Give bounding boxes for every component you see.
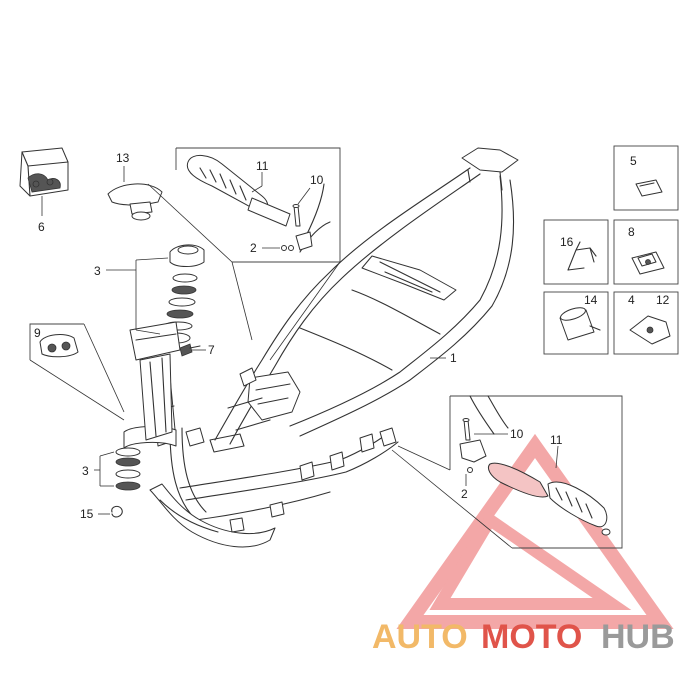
- callout-2-upper: 2: [250, 241, 257, 255]
- callout-2-lower: 2: [461, 487, 468, 501]
- watermark-part-moto: MOTO: [481, 618, 582, 656]
- callout-15: 15: [80, 507, 94, 521]
- callout-3-upper: 3: [94, 264, 101, 278]
- footrest-left-detail: [175, 147, 341, 263]
- relay-block-part-6: [19, 147, 69, 197]
- footrest-right-detail: [449, 395, 623, 549]
- steering-column: [129, 321, 181, 441]
- steering-bearing-lower-part-3: [115, 447, 141, 491]
- callout-labels: 1 2 2 3 3 4 5 6 7 8 9 10 10 11 11 12 13 …: [34, 151, 670, 521]
- part-box-8: [613, 219, 679, 285]
- callout-9: 9: [34, 326, 41, 340]
- callout-16: 16: [560, 235, 574, 249]
- callout-10-lower: 10: [510, 427, 524, 441]
- watermark-triangle-logo: [396, 433, 674, 629]
- callout-13: 13: [116, 151, 130, 165]
- part-box-5: [613, 145, 679, 211]
- leader-lines: [29, 166, 559, 549]
- callout-3-lower: 3: [82, 464, 89, 478]
- part-box-4-12: [613, 291, 679, 355]
- callout-7: 7: [208, 343, 215, 357]
- part-box-14: [543, 291, 609, 355]
- watermark-part-hub: HUB: [601, 618, 675, 656]
- circlip-part-15: [111, 505, 123, 518]
- callout-4: 4: [628, 293, 635, 307]
- steering-plate-part-13: [107, 183, 163, 221]
- clamp-part-9: [39, 334, 79, 358]
- part-box-16: [543, 219, 609, 285]
- screw-part-7: [179, 343, 201, 357]
- callout-8: 8: [628, 225, 635, 239]
- callout-10-upper: 10: [310, 173, 324, 187]
- watermark-wordmark: AUTO MOTO HUB: [372, 618, 675, 656]
- callout-11-upper: 11: [256, 159, 269, 173]
- callout-11-lower: 11: [550, 433, 563, 447]
- callout-12: 12: [656, 293, 670, 307]
- watermark-part-auto: AUTO: [372, 618, 468, 656]
- callout-6: 6: [38, 220, 45, 234]
- callout-14: 14: [584, 293, 598, 307]
- callout-5: 5: [630, 154, 637, 168]
- callout-1: 1: [450, 351, 457, 365]
